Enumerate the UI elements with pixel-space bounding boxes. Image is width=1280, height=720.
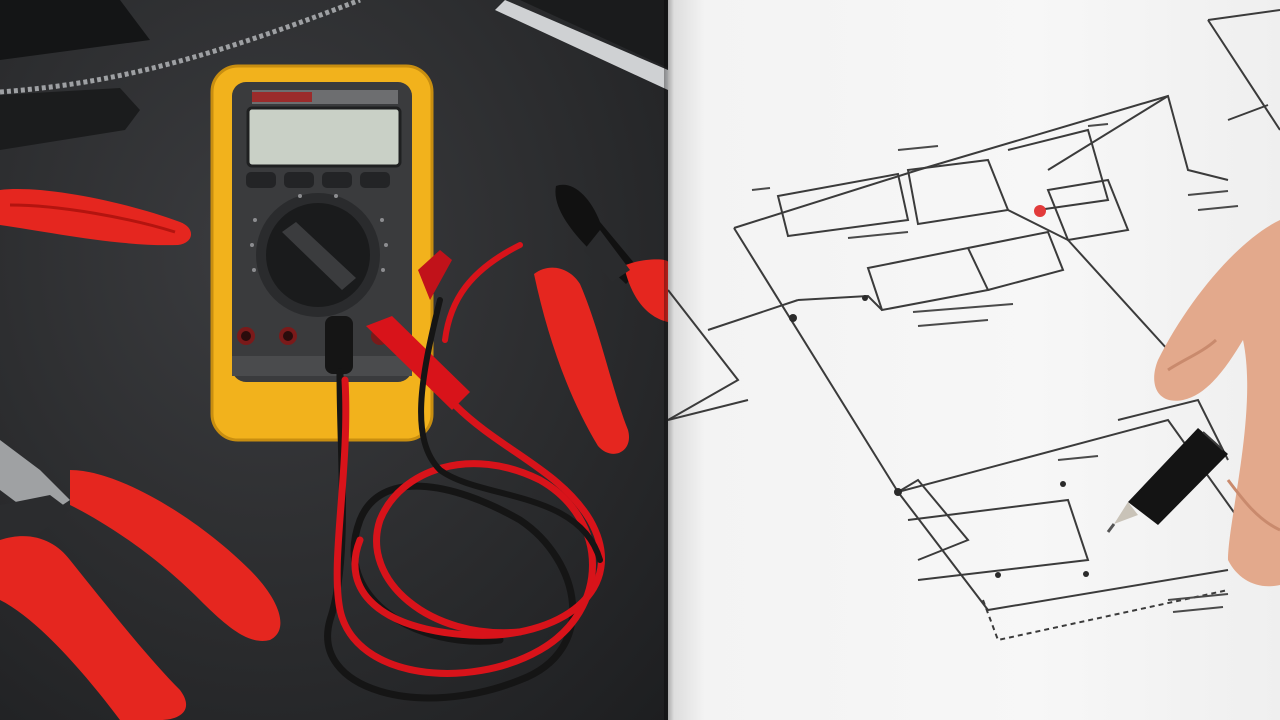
pen-icon [1106,428,1228,533]
junction-dots [789,295,1089,578]
multimeter-icon [210,64,434,442]
wire-stripper-icon [0,440,281,720]
hand-icon [1154,220,1280,587]
handwritten-marks [751,123,1239,613]
wire-cutter-left [0,189,192,246]
schematic-lines [668,9,1280,642]
test-leads [324,242,605,702]
workbench-panel [0,0,668,720]
pliers-icon [534,184,668,454]
test-lead-plugs [325,250,470,410]
schematic-drawing [668,9,1280,642]
schematic-panel [668,0,1280,720]
workbench-illustration [0,0,668,720]
panel-divider [664,0,674,720]
red-component-mark [1034,205,1046,217]
top-device [0,0,668,150]
